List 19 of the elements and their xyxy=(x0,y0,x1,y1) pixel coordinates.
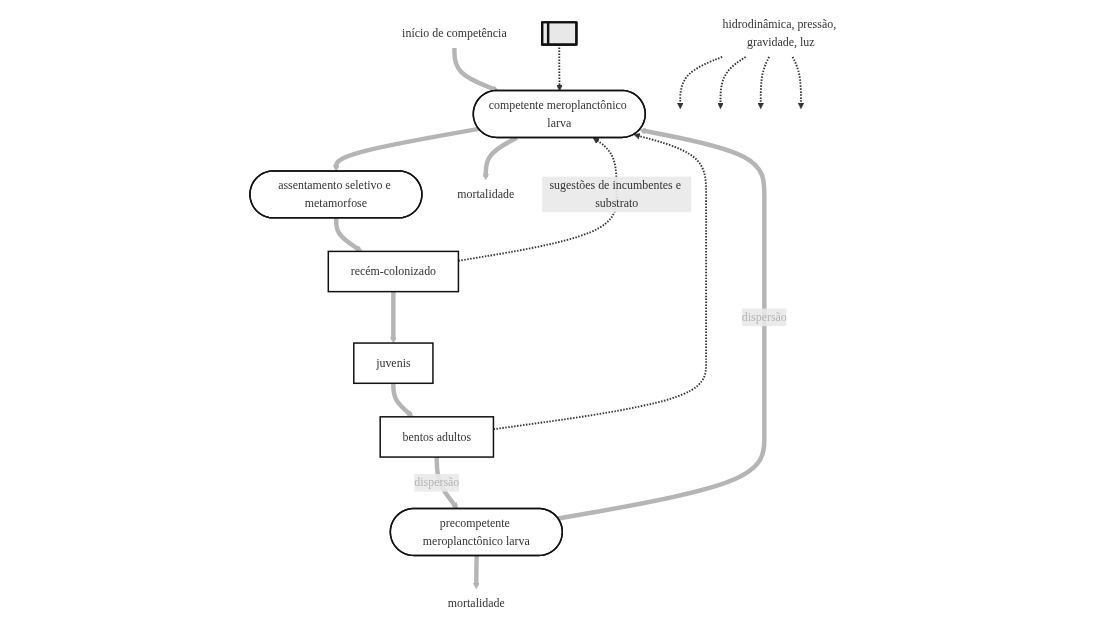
arrow xyxy=(332,126,479,172)
node-box: bentos adultos xyxy=(378,416,494,458)
arrow xyxy=(451,47,499,92)
arrow xyxy=(716,56,747,109)
node-text: início de competência xyxy=(401,26,507,40)
arrow xyxy=(472,555,480,590)
edge-label: sugestões de incumbentes e substrato xyxy=(549,178,681,210)
node-text: hidrodinâmica, pressão, gravidade, luz xyxy=(722,17,836,49)
arrow xyxy=(791,56,804,109)
arrow xyxy=(389,291,397,344)
node-box: juvenis xyxy=(352,342,434,385)
arrow xyxy=(390,383,413,418)
node-text: mortalidade xyxy=(447,596,505,610)
arrow xyxy=(333,218,362,252)
arrow xyxy=(676,56,723,109)
arrow xyxy=(757,56,770,109)
node-box: recém-colonizado xyxy=(327,250,459,293)
node-text: mortalidade xyxy=(456,187,514,201)
arrow xyxy=(557,127,767,521)
